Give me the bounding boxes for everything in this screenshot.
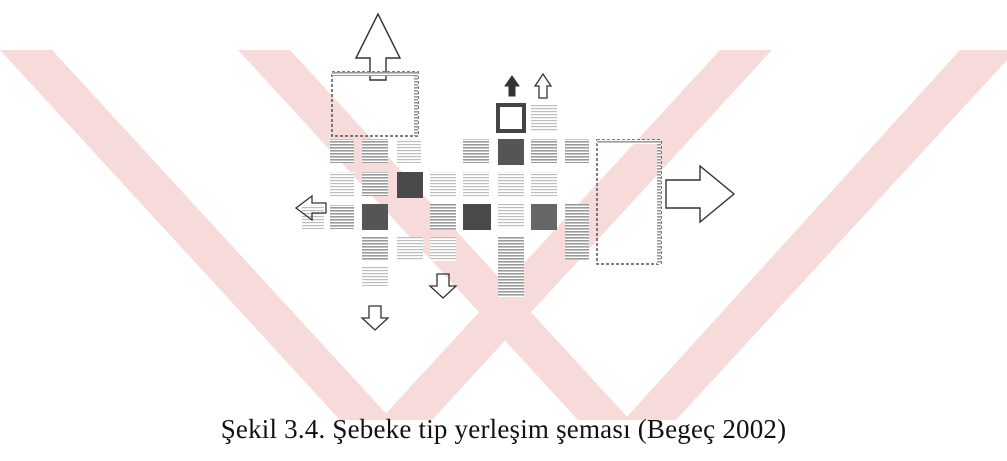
cell [498,204,524,228]
highlighted-cell [496,103,526,133]
filled-up-arrow-icon [504,75,520,97]
dark-cell [362,204,388,230]
down-arrow-icon [360,305,390,331]
cell [531,139,557,163]
left-arrow-icon [294,194,327,222]
cell [330,139,354,163]
cell [430,204,456,230]
cell [362,172,388,196]
cell [362,266,388,286]
cell [430,237,456,261]
cell [531,105,557,131]
dark-cell [498,139,524,165]
cell [430,172,456,196]
cell [397,139,421,163]
up-arrow-icon [533,72,553,99]
top-block [331,71,419,137]
cell [330,205,354,229]
large-up-arrow-icon [354,12,402,81]
cell [397,237,423,261]
cell [463,139,489,163]
cell [330,172,354,196]
watermark-band-1 [0,50,392,420]
cell [498,172,524,196]
cell [362,139,388,163]
cell [302,205,324,229]
cell [565,139,589,163]
watermark-band-4 [624,50,1007,420]
dark-cell [531,204,557,230]
cell [531,172,557,196]
cell [463,172,489,196]
down-arrow-icon [428,273,458,299]
dark-cell [463,204,491,230]
dark-cell [397,172,423,198]
figure-caption: Şekil 3.4. Şebeke tip yerleşim şeması (B… [220,414,787,444]
cell [565,204,589,260]
cell [498,237,524,297]
cell [362,237,388,261]
right-block [596,139,662,265]
large-right-arrow-icon [665,164,736,224]
